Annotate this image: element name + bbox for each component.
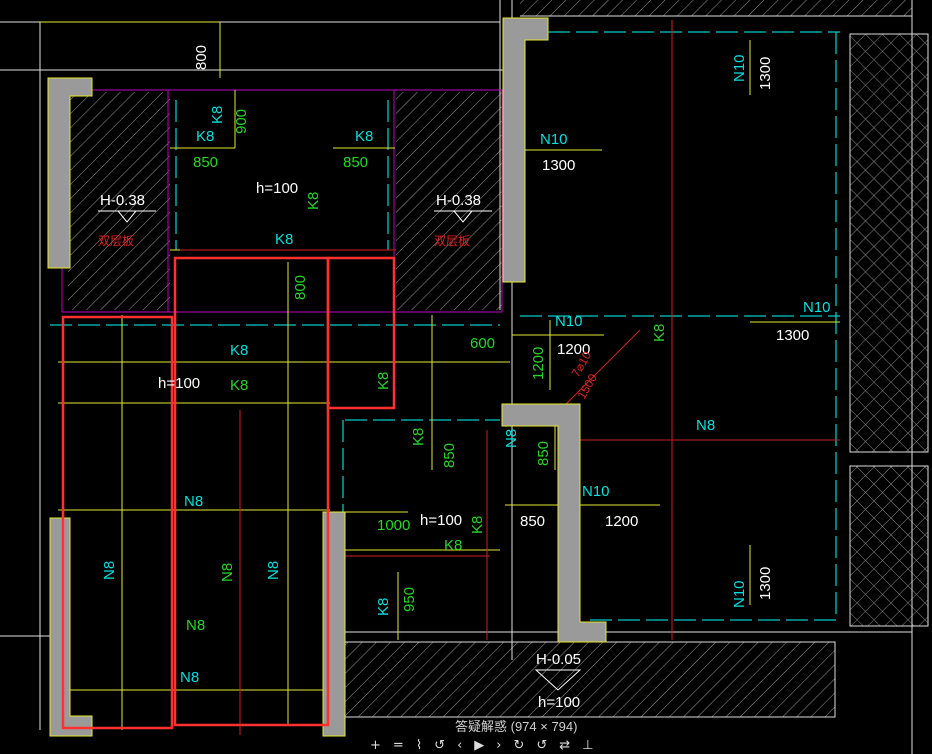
label-k8-d: K8 [305, 192, 322, 210]
label-n8-c: N8 [184, 493, 203, 510]
wall-left-bottom [49, 517, 93, 737]
toolbar-icon-10[interactable]: ⊥ [582, 738, 594, 753]
crosshatch-right-top [849, 33, 929, 453]
label-k8-l: K8 [444, 537, 462, 554]
label-k8-b: K8 [196, 128, 214, 145]
label-h038-b: H-0.38 [436, 192, 481, 209]
toolbar-icon-0[interactable]: + [370, 738, 381, 753]
label-d-1300-a: 1300 [542, 157, 575, 174]
label-d-850-d: 850 [535, 441, 552, 466]
label-n10-c: N10 [803, 299, 831, 316]
toolbar-icon-7[interactable]: ↻ [513, 738, 525, 753]
wall-center-mid [501, 403, 607, 643]
label-n8-h: N8 [180, 669, 199, 686]
label-k8-i: K8 [651, 324, 668, 342]
label-h100-a: h=100 [256, 180, 298, 197]
label-h100-c: h=100 [420, 512, 462, 529]
status-caption: 答疑解惑 (974 × 794) [455, 719, 578, 734]
label-d-1200-b: 1200 [557, 341, 590, 358]
label-d-900: 900 [233, 109, 250, 134]
label-k8-f: K8 [230, 342, 248, 359]
hatch-left-top [68, 92, 170, 310]
label-k8-c: K8 [355, 128, 373, 145]
toolbar-icon-3[interactable]: ↺ [434, 738, 446, 753]
highlight-rect-center [173, 256, 330, 727]
label-k8-h: K8 [375, 372, 392, 390]
highlight-rect-top-right [326, 256, 396, 410]
label-d-1000: 1000 [377, 517, 410, 534]
hatch-top-strip [520, 0, 912, 16]
label-h038-a: H-0.38 [100, 192, 145, 209]
label-n8-e: N8 [219, 563, 236, 582]
toolbar-icon-9[interactable]: ⇄ [559, 738, 571, 753]
label-k8-j: K8 [410, 428, 427, 446]
viewer-toolbar: + = ⌇ ↺ ‹ ▶ › ↻ ↺ ⇄ ⊥ [370, 738, 594, 754]
highlight-rect-left [61, 315, 174, 730]
toolbar-icon-6[interactable]: › [496, 738, 502, 753]
label-d-600: 600 [470, 335, 495, 352]
toolbar-icon-4[interactable]: ‹ [457, 738, 463, 753]
label-d-1300-c: 1300 [776, 327, 809, 344]
dim-800-top: 800 [193, 45, 210, 70]
label-d-950: 950 [401, 587, 418, 612]
label-double-b: 双层板 [434, 234, 470, 248]
label-n8-a: N8 [503, 429, 520, 448]
label-n8-g: N8 [186, 617, 205, 634]
wall-center-top [502, 17, 549, 283]
toolbar-icon-1[interactable]: = [392, 738, 404, 753]
toolbar-icon-5[interactable]: ▶ [474, 738, 485, 753]
red-thin-lines [180, 20, 840, 735]
highlight-rects [61, 256, 396, 730]
label-d-800-mid: 800 [292, 275, 309, 300]
label-k8-m: K8 [375, 598, 392, 616]
label-k8-a: K8 [209, 106, 226, 124]
label-n10-b: N10 [731, 54, 748, 82]
label-n10-e: N10 [582, 483, 610, 500]
label-k8-g: K8 [230, 377, 248, 394]
label-d-1300-d: 1300 [757, 567, 774, 600]
label-d-1200-c: 1200 [605, 513, 638, 530]
label-n8-b: N8 [696, 417, 715, 434]
crosshatch-right-bottom [849, 465, 929, 627]
label-n8-f: N8 [265, 561, 282, 580]
label-n8-d: N8 [101, 561, 118, 580]
label-n10-f: N10 [731, 580, 748, 608]
label-d-850-e: 850 [520, 513, 545, 530]
hatch-bottom [344, 641, 836, 718]
label-h005: H-0.05 [536, 651, 581, 668]
label-d-850-b: 850 [343, 154, 368, 171]
label-d-1300-b: 1300 [757, 57, 774, 90]
toolbar-icon-2[interactable]: ⌇ [415, 738, 423, 753]
toolbar-icon-8[interactable]: ↺ [536, 738, 548, 753]
label-k8-k: K8 [469, 516, 486, 534]
label-double-a: 双层板 [98, 234, 134, 248]
label-n10-d: N10 [555, 313, 583, 330]
label-h100-d: h=100 [538, 694, 580, 711]
wall-mid-bottom [322, 511, 346, 737]
drawing-labels: 800 K8 900 K8 850 K8 850 h=100 K8 H-0.38… [98, 45, 831, 711]
label-d-850-c: 850 [441, 443, 458, 468]
label-k8-e: K8 [275, 231, 293, 248]
hatch-mid-top [396, 92, 502, 310]
label-d-1200-a: 1200 [530, 347, 547, 380]
label-d-850-a: 850 [193, 154, 218, 171]
label-h100-b: h=100 [158, 375, 200, 392]
walls [47, 17, 607, 737]
label-n10-a: N10 [540, 131, 568, 148]
wall-left-top [47, 77, 93, 269]
elevation-markers [98, 210, 582, 691]
